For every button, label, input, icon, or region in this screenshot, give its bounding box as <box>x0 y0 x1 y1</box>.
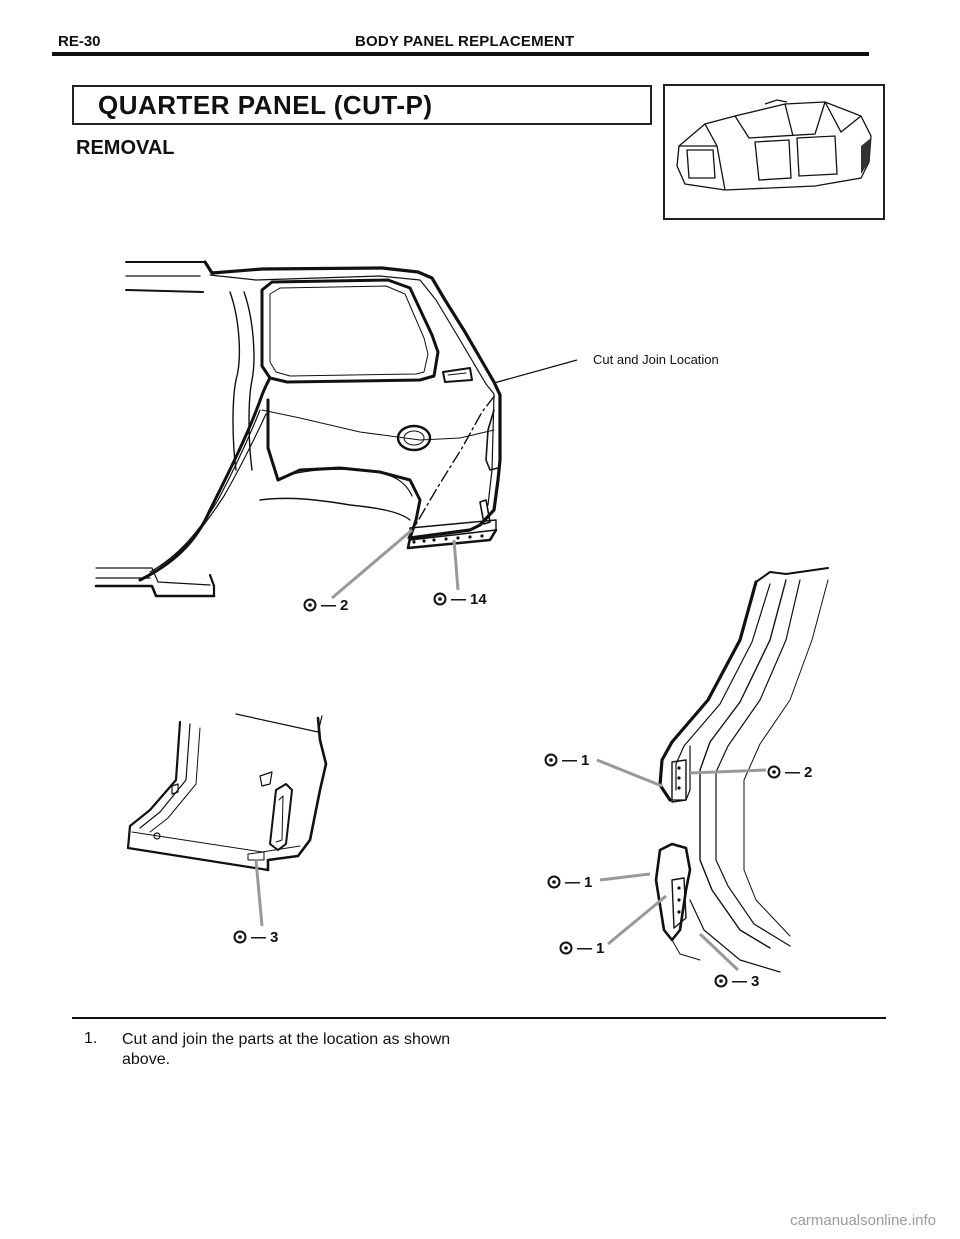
svg-text:1: 1 <box>584 874 592 891</box>
svg-text:3: 3 <box>751 973 759 990</box>
weld-callout: — 3 <box>233 929 278 946</box>
weld-callout: — 2 <box>767 764 812 781</box>
vehicle-body-thumbnail <box>663 84 885 220</box>
spot-weld-icon <box>767 765 781 779</box>
weld-callout: — 1 <box>559 940 604 957</box>
weld-leader <box>607 894 667 946</box>
body-shell-illustration <box>676 99 872 191</box>
svg-text:—: — <box>321 597 336 614</box>
weld-callout: — 3 <box>714 973 759 990</box>
svg-text:—: — <box>732 973 747 990</box>
spot-weld-icon <box>433 592 447 606</box>
highlighted-panel <box>861 138 871 174</box>
weld-dot-row <box>412 534 484 544</box>
weld-callout: — 2 <box>303 597 348 614</box>
weld-leader <box>331 528 413 600</box>
section-heading: REMOVAL <box>76 137 175 159</box>
svg-text:—: — <box>565 874 580 891</box>
weld-leader <box>599 872 651 882</box>
weld-leader <box>254 859 264 927</box>
page-code: RE-30 <box>58 33 101 50</box>
svg-text:2: 2 <box>804 764 812 781</box>
lower-quarter-detail-view <box>126 713 328 872</box>
pillar-weld-dots <box>677 766 681 914</box>
step-text: Cut and join the parts at the location a… <box>122 1031 451 1068</box>
weld-leader <box>689 768 767 775</box>
svg-text:—: — <box>785 764 800 781</box>
weld-callout: — 14 <box>433 591 487 608</box>
spot-weld-icon <box>714 974 728 988</box>
running-title: BODY PANEL REPLACEMENT <box>355 33 575 50</box>
weld-leader <box>596 758 663 788</box>
watermark: carmanualsonline.info <box>790 1212 936 1229</box>
svg-text:1: 1 <box>581 752 589 769</box>
callout-leader <box>493 359 578 384</box>
page-title: QUARTER PANEL (CUT-P) <box>98 89 433 120</box>
page-title-box: QUARTER PANEL (CUT-P) <box>72 85 652 125</box>
weld-leader <box>452 539 460 591</box>
svg-text:1: 1 <box>596 940 604 957</box>
weld-leader <box>698 932 740 972</box>
svg-text:3: 3 <box>270 929 278 946</box>
svg-text:—: — <box>577 940 592 957</box>
svg-text:—: — <box>451 591 466 608</box>
spot-weld-icon <box>544 753 558 767</box>
footer-rule <box>72 1017 886 1019</box>
step-number: 1. <box>84 1030 98 1047</box>
spot-weld-icon <box>233 930 247 944</box>
spot-weld-icon <box>547 875 561 889</box>
svg-text:—: — <box>251 929 266 946</box>
svg-text:14: 14 <box>470 591 487 608</box>
spot-weld-icon <box>559 941 573 955</box>
weld-callout: — 1 <box>544 752 589 769</box>
cut-join-callout: Cut and Join Location <box>593 352 719 367</box>
header-rule <box>52 52 869 56</box>
spot-weld-icon <box>303 598 317 612</box>
svg-text:—: — <box>562 752 577 769</box>
quarter-panel-side-view <box>94 260 502 598</box>
weld-callout: — 1 <box>547 874 592 891</box>
svg-text:2: 2 <box>340 597 348 614</box>
